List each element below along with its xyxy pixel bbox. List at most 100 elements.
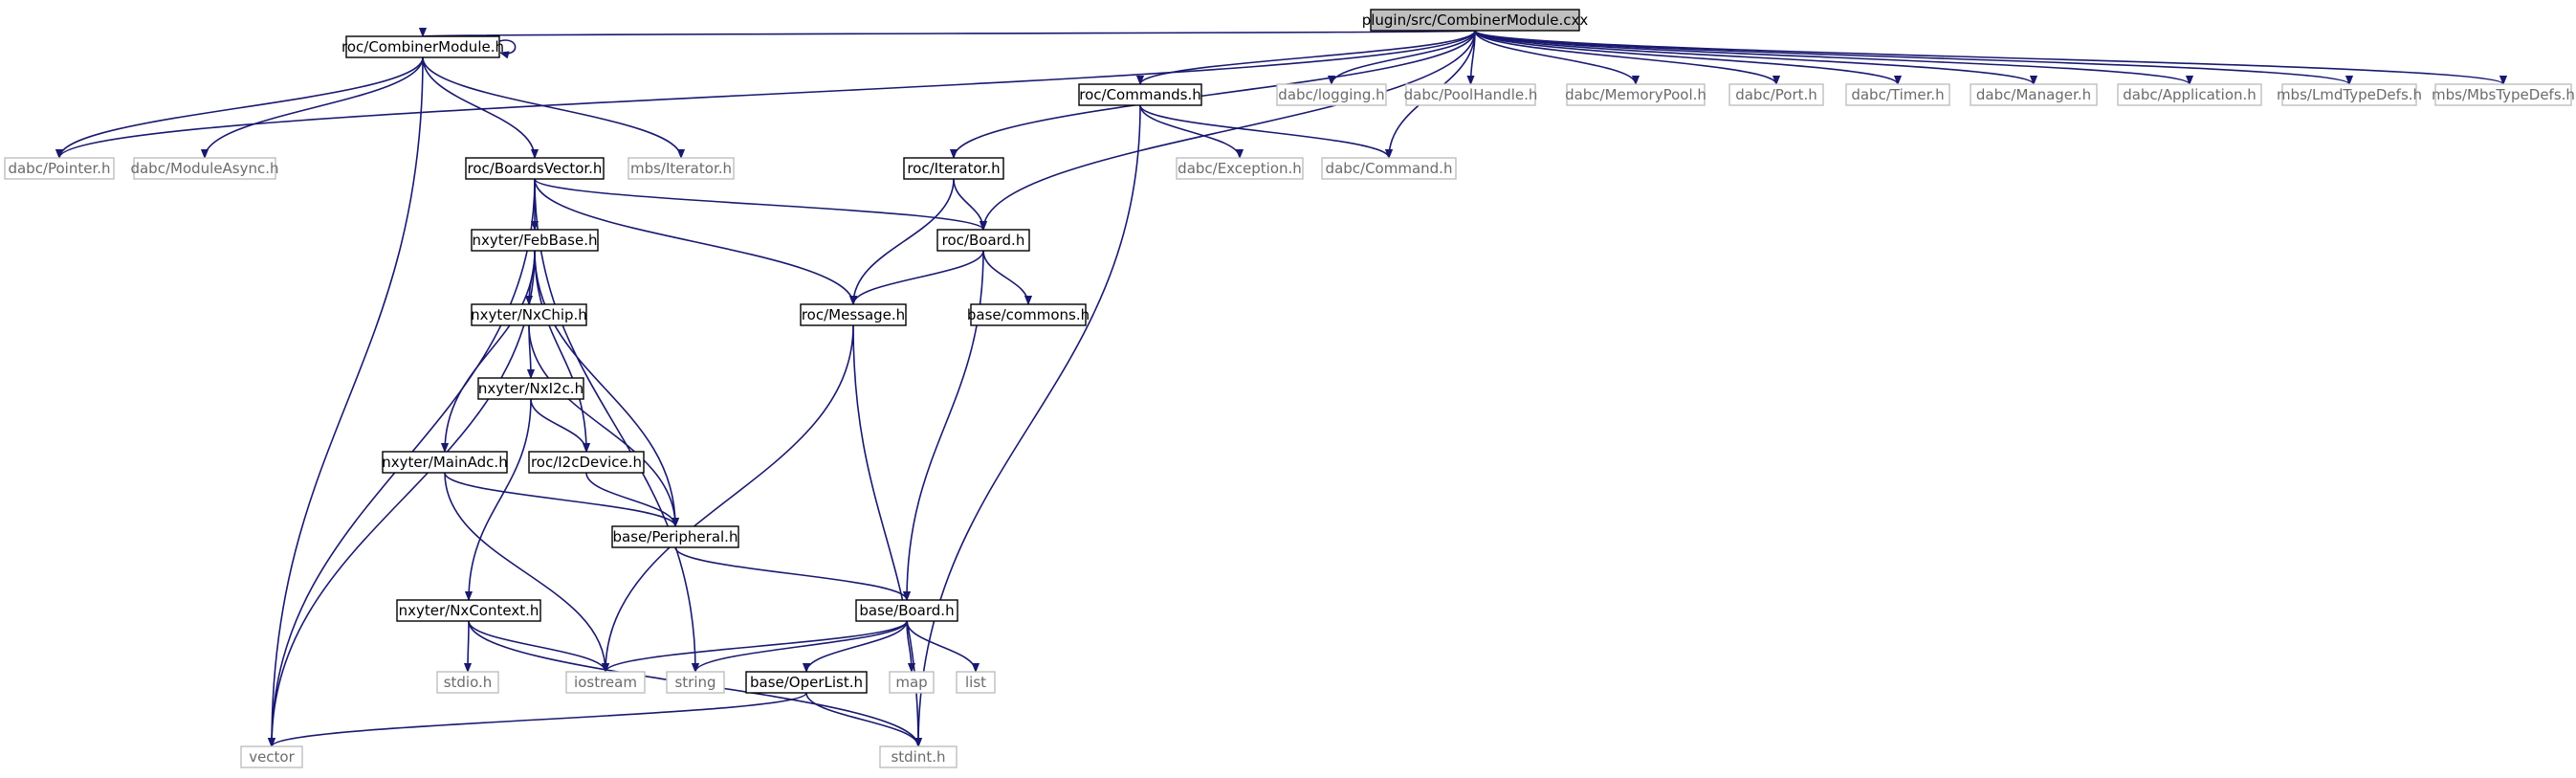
node-box	[800, 303, 907, 326]
node-mbsiter[interactable]: mbs/Iterator.h	[627, 157, 735, 180]
node-box	[528, 451, 645, 474]
nodes-layer: plugin/src/CombinerModule.cxx roc/Combine…	[4, 9, 2575, 768]
node-box	[436, 671, 499, 694]
node-nxcontext[interactable]: nxyter/NxContext.h	[396, 599, 541, 622]
edge-baseboard-to-iostream	[605, 620, 908, 673]
node-boardsvector[interactable]: roc/BoardsVector.h	[465, 157, 605, 180]
edge-root-to-mbstype	[1474, 30, 2503, 85]
node-box	[565, 671, 646, 694]
node-root[interactable]: plugin/src/CombinerModule.cxx	[1362, 9, 1589, 32]
edge-nxchip-to-peripheral	[528, 324, 675, 526]
node-box	[477, 377, 584, 400]
edge-combiner-to-pointer	[59, 56, 424, 159]
node-box	[1845, 83, 1950, 106]
node-label: mbs/Iterator.h	[630, 160, 732, 177]
edge-rocboard-to-baseboard	[907, 250, 984, 600]
edge-combiner-to-combiner	[498, 39, 517, 54]
node-label: mbs/MbsTypeDefs.h	[2432, 86, 2575, 103]
node-pointer[interactable]: dabc/Pointer.h	[4, 157, 115, 180]
node-box	[471, 303, 587, 326]
node-febbase[interactable]: nxyter/FebBase.h	[471, 229, 599, 252]
node-string[interactable]: string	[666, 671, 725, 694]
node-operlist[interactable]: base/OperList.h	[745, 671, 868, 694]
edge-root-to-application	[1474, 30, 2190, 85]
node-rocboard[interactable]: roc/Board.h	[936, 229, 1030, 252]
node-rociter[interactable]: roc/Iterator.h	[903, 157, 1004, 180]
node-port[interactable]: dabc/Port.h	[1728, 83, 1824, 106]
edge-root-to-timer	[1474, 30, 1898, 85]
node-box	[745, 671, 868, 694]
edge-nxi2c-to-nxcontext	[469, 398, 532, 600]
edge-baseboard-to-map	[906, 620, 912, 672]
node-stdio[interactable]: stdio.h	[436, 671, 499, 694]
node-commands[interactable]: roc/Commands.h	[1078, 83, 1202, 106]
node-vector[interactable]: vector	[240, 745, 303, 768]
edge-baseboard-to-string	[695, 620, 908, 673]
node-peripheral[interactable]: base/Peripheral.h	[611, 525, 739, 548]
edge-combiner-to-mbsiter	[422, 56, 681, 159]
edge-mainadc-to-peripheral	[444, 472, 675, 527]
node-box	[903, 157, 1004, 180]
node-box	[1321, 157, 1457, 180]
node-map[interactable]: map	[889, 671, 935, 694]
node-logging[interactable]: dabc/logging.h	[1276, 83, 1387, 106]
node-box	[396, 599, 541, 622]
node-label: roc/CombinerModule.h	[341, 38, 504, 56]
node-label: dabc/PoolHandle.h	[1404, 86, 1538, 103]
node-moduleasync[interactable]: dabc/ModuleAsync.h	[130, 157, 279, 180]
node-label: dabc/MemoryPool.h	[1565, 86, 1706, 103]
node-nxchip[interactable]: nxyter/NxChip.h	[471, 303, 587, 326]
edge-nxcontext-to-iostream	[468, 620, 605, 673]
edge-root-to-pointer	[59, 30, 1476, 159]
node-mbstype[interactable]: mbs/MbsTypeDefs.h	[2432, 83, 2575, 106]
edge-root-to-mempool	[1474, 30, 1636, 85]
node-mempool[interactable]: dabc/MemoryPool.h	[1565, 83, 1706, 106]
node-application[interactable]: dabc/Application.h	[2117, 83, 2262, 106]
node-label: roc/Commands.h	[1079, 86, 1201, 103]
node-exception[interactable]: dabc/Exception.h	[1176, 157, 1304, 180]
edge-febbase-to-peripheral	[534, 250, 675, 526]
node-box	[956, 671, 996, 694]
node-command[interactable]: dabc/Command.h	[1321, 157, 1457, 180]
node-stdint[interactable]: stdint.h	[879, 745, 958, 768]
node-label: roc/Board.h	[942, 232, 1025, 249]
node-iostream[interactable]: iostream	[565, 671, 646, 694]
node-box	[382, 451, 508, 474]
node-list[interactable]: list	[956, 671, 996, 694]
node-commons[interactable]: base/commons.h	[967, 303, 1090, 326]
node-label: dabc/Command.h	[1326, 160, 1453, 177]
edge-combiner-to-boardsvector	[422, 56, 535, 158]
edge-commands-to-stdint	[918, 104, 1141, 746]
node-label: nxyter/NxContext.h	[399, 602, 539, 619]
node-timer[interactable]: dabc/Timer.h	[1845, 83, 1950, 106]
edge-peripheral-to-baseboard	[674, 546, 907, 601]
node-label: nxyter/NxI2c.h	[478, 380, 583, 397]
node-box	[1078, 83, 1202, 106]
node-label: iostream	[574, 674, 637, 691]
node-combiner[interactable]: roc/CombinerModule.h	[341, 35, 504, 58]
node-box	[1405, 83, 1536, 106]
edge-nxi2c-to-i2cdevice	[530, 398, 586, 453]
node-i2cdevice[interactable]: roc/I2cDevice.h	[528, 451, 645, 474]
node-box	[345, 35, 500, 58]
edge-febbase-to-i2cdevice	[534, 250, 586, 452]
node-label: plugin/src/CombinerModule.cxx	[1362, 11, 1589, 29]
edge-root-to-commands	[1140, 30, 1476, 85]
node-label: base/commons.h	[967, 306, 1090, 323]
node-box	[611, 525, 739, 548]
node-mainadc[interactable]: nxyter/MainAdc.h	[382, 451, 508, 474]
node-label: roc/Message.h	[802, 306, 905, 323]
node-nxi2c[interactable]: nxyter/NxI2c.h	[477, 377, 584, 400]
node-baseboard[interactable]: base/Board.h	[855, 599, 958, 622]
node-poolhandle[interactable]: dabc/PoolHandle.h	[1404, 83, 1538, 106]
node-manager[interactable]: dabc/Manager.h	[1970, 83, 2098, 106]
node-label: dabc/Timer.h	[1851, 86, 1944, 103]
node-label: map	[895, 674, 927, 691]
node-message[interactable]: roc/Message.h	[800, 303, 907, 326]
node-label: dabc/ModuleAsync.h	[130, 160, 278, 177]
edge-root-to-rocboard	[983, 30, 1476, 230]
node-lmd[interactable]: mbs/LmdTypeDefs.h	[2277, 83, 2422, 106]
edge-baseboard-to-operlist	[806, 620, 908, 673]
node-box	[1970, 83, 2098, 106]
